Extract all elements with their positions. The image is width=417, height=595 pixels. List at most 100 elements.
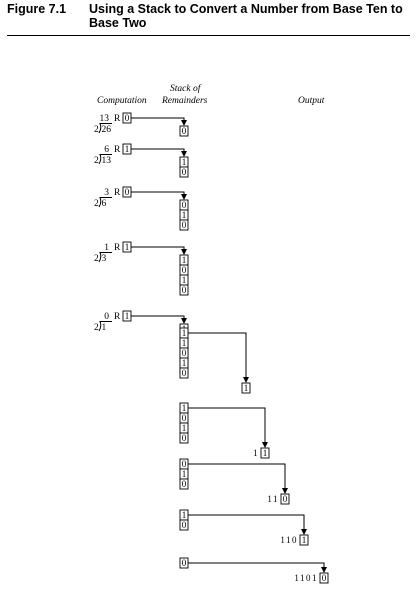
quotient: 13 [100,114,110,124]
stack-cell [179,478,189,490]
push-arrow-icon [181,151,187,157]
stack-digit: 0 [182,220,187,230]
stack-digit: 0 [182,167,187,177]
output-box [280,493,290,505]
remainder-digit: 1 [125,242,130,252]
output-box [260,447,270,459]
stack-digit: 1 [182,255,187,265]
quotient: 3 [104,188,109,198]
pop-connector [188,514,305,530]
stack-digit: 0 [182,433,187,443]
stack-cell [179,166,189,178]
divisor: 2 [94,199,99,209]
push-arrow-icon [181,318,187,324]
division-bracket [98,252,112,263]
quotient: 0 [104,312,109,322]
quotient: 1 [104,243,109,253]
division-bracket [98,321,112,332]
dividend: 3 [102,254,107,264]
pop-arrow-icon [282,488,288,494]
stack-cell [179,284,189,296]
division-bracket [98,154,112,165]
remainder-digit: 1 [125,311,130,321]
stack-digit: 0 [182,459,187,469]
pop-arrow-icon [301,529,307,535]
remainder-digit: 0 [125,187,130,197]
push-connector [131,246,185,250]
pop-connector [188,332,247,378]
dividend: 6 [102,199,107,209]
stack-digit: 0 [182,479,187,489]
divisor: 2 [94,323,99,333]
figure-title: Figure 7.1 Using a Stack to Convert a Num… [7,2,407,30]
output-header: Output [298,96,325,106]
stack-digit: 1 [182,358,187,368]
push-connector [131,191,185,195]
divisor: 2 [94,125,99,135]
stack-cell [179,125,189,137]
output-popped-digit: 1 [263,448,268,458]
stack-digit: 1 [182,338,187,348]
remainder-digit: 0 [125,113,130,123]
stack-digit: 0 [182,348,187,358]
push-connector [131,315,185,319]
output-digits: 1101 [294,573,318,583]
output-popped-digit: 1 [244,383,249,393]
pop-connector [188,407,266,443]
remainder-symbol: R [114,188,121,198]
stack-digit: 1 [182,328,187,338]
output-box [299,534,309,546]
division-bracket [98,123,112,134]
push-connector [131,148,185,152]
output-digits: 1 [253,448,259,458]
pop-connector [188,562,325,568]
division-bracket [98,197,112,208]
stack-cell [179,432,189,444]
remainder-symbol: R [114,243,121,253]
stack-digit: 0 [182,520,187,530]
stack-digit: 1 [182,403,187,413]
stack-digit: 0 [182,558,187,568]
dividend: 13 [102,156,112,166]
output-popped-digit: 0 [322,573,327,583]
output-box [241,382,251,394]
stack-digit: 0 [182,200,187,210]
stack-cell [179,219,189,231]
stack-digit: 1 [182,275,187,285]
pop-connector [188,463,286,489]
output-popped-digit: 0 [283,494,288,504]
quotient: 6 [104,145,109,155]
output-digits: 110 [280,535,298,545]
divisor: 2 [94,156,99,166]
stack-cell [179,367,189,379]
pop-step: 0 1101 0 [179,557,329,584]
stack-digit: 0 [182,368,187,378]
output-popped-digit: 1 [302,535,307,545]
stack-digit: 1 [182,157,187,167]
stack-digit: 1 [182,469,187,479]
stack-header-line-2: Remainders [161,96,208,106]
dividend: 1 [102,323,107,333]
push-connector [131,117,185,121]
output-digits: 11 [267,494,279,504]
push-arrow-icon [181,120,187,126]
figure-label: Figure 7.1 [7,2,67,16]
remainder-symbol: R [114,145,121,155]
figure-title-line-1: Using a Stack to Convert a Number from B… [89,2,403,16]
stack-cell [179,519,189,531]
dividend: 26 [102,125,112,135]
remainder-symbol: R [114,312,121,322]
stack-digit: 0 [182,265,187,275]
stack-digit: 1 [182,210,187,220]
title-rule [7,35,410,36]
figure-title-line-2: Base Two [89,16,147,30]
